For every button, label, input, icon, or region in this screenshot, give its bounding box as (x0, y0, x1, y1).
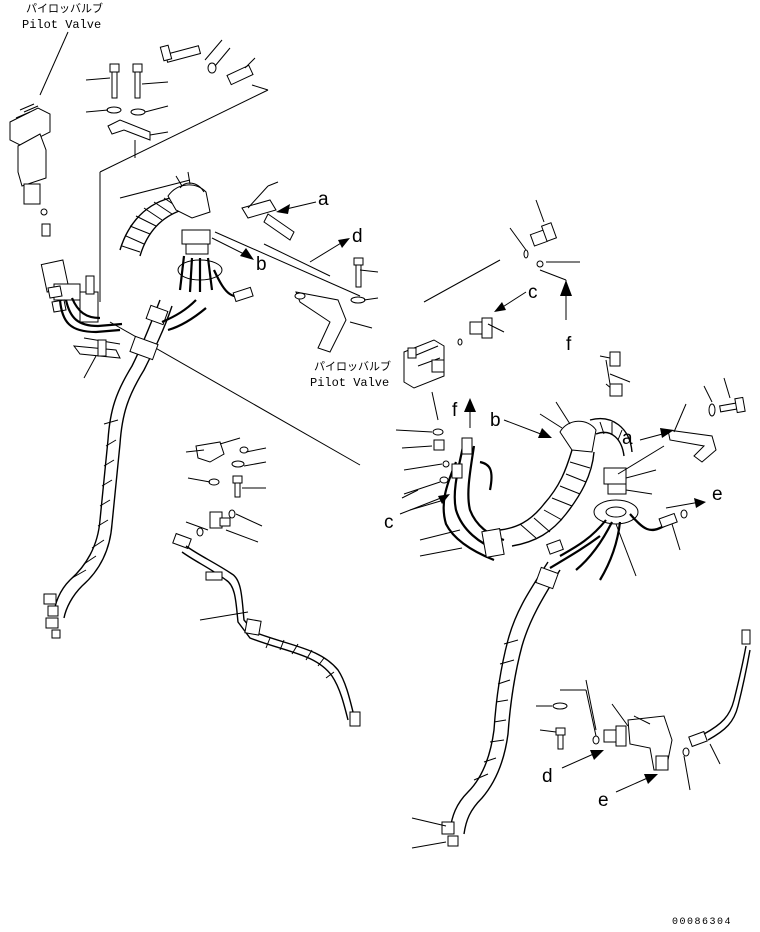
right-assembly: f c パイロッバルブ Pilot Valve (310, 199, 751, 928)
bracket-d-left (294, 257, 379, 353)
arrow-a-right: a (622, 428, 674, 449)
label-b-left: b (256, 254, 267, 275)
arrow-a-left: a (276, 189, 329, 214)
pilot-valve-title-jp-right: パイロッバルブ (314, 359, 391, 373)
label-d-lower: d (542, 766, 553, 787)
pilot-valve-title-jp-left: パイロッバルブ (26, 1, 103, 15)
label-e-top: e (712, 484, 723, 505)
hose-clamp-left (177, 229, 254, 303)
bracket-a-left (241, 181, 295, 241)
label-d-top: d (352, 226, 363, 247)
top-fasteners-left (159, 39, 269, 91)
bracket-fasteners-left (85, 63, 169, 141)
elbow-fittings-top-right (509, 199, 580, 281)
arrow-f-middle: f (452, 398, 476, 428)
arrow-c-lower: c (384, 489, 450, 533)
label-f-top: f (566, 334, 572, 355)
pilot-valve-title-en-right: Pilot Valve (310, 376, 389, 390)
arrow-d-lower: d (542, 750, 604, 787)
leader-line (214, 231, 361, 297)
label-b-right: b (490, 410, 501, 431)
bracket-lower-left (72, 339, 121, 379)
label-a-right: a (622, 428, 633, 449)
long-hose-left (43, 299, 207, 639)
valve-block-left (40, 259, 99, 323)
small-bracket-middle (185, 437, 267, 498)
leader-line (39, 31, 69, 96)
spiral-elbow-right (499, 401, 633, 547)
pilot-valve-right (403, 339, 445, 421)
tee-fitting-middle (185, 509, 263, 543)
arrow-b-right: b (490, 410, 552, 438)
bracket-a-right (609, 373, 717, 475)
arrow-f-top: f (560, 280, 572, 355)
arrow-b-left: b (211, 237, 267, 275)
label-c-top: c (528, 282, 538, 303)
pilot-valve-left (9, 103, 51, 237)
pilot-valve-title-en-left: Pilot Valve (22, 18, 101, 32)
drawing-number: 00086304 (672, 917, 732, 928)
connector-c (457, 317, 505, 346)
leader-line (99, 89, 269, 173)
thin-hose-lower-right (682, 629, 751, 791)
tee-bracket-lower-right (536, 679, 673, 771)
hose-bundle-upper-left (58, 297, 123, 345)
arrow-e-top: e (665, 484, 723, 509)
long-hose-right (411, 535, 601, 849)
label-a-left: a (318, 189, 329, 210)
arrow-e-lower: e (598, 774, 658, 811)
spiral-hose-left (119, 171, 211, 257)
label-c-lower: c (384, 512, 394, 533)
arrow-c: c (423, 259, 538, 312)
bolt-washer-right (703, 377, 746, 417)
leader-line (119, 179, 191, 199)
arrow-d-top: d (263, 226, 363, 277)
hose-bundle-right (409, 437, 505, 562)
clamp-flange-right (559, 351, 688, 581)
left-assembly: パイロッバルブ Pilot Valve (9, 1, 379, 727)
label-f-middle: f (452, 400, 458, 421)
hose-lower-middle (172, 532, 361, 727)
fittings-right-valve (395, 428, 450, 495)
label-e-lower: e (598, 790, 609, 811)
